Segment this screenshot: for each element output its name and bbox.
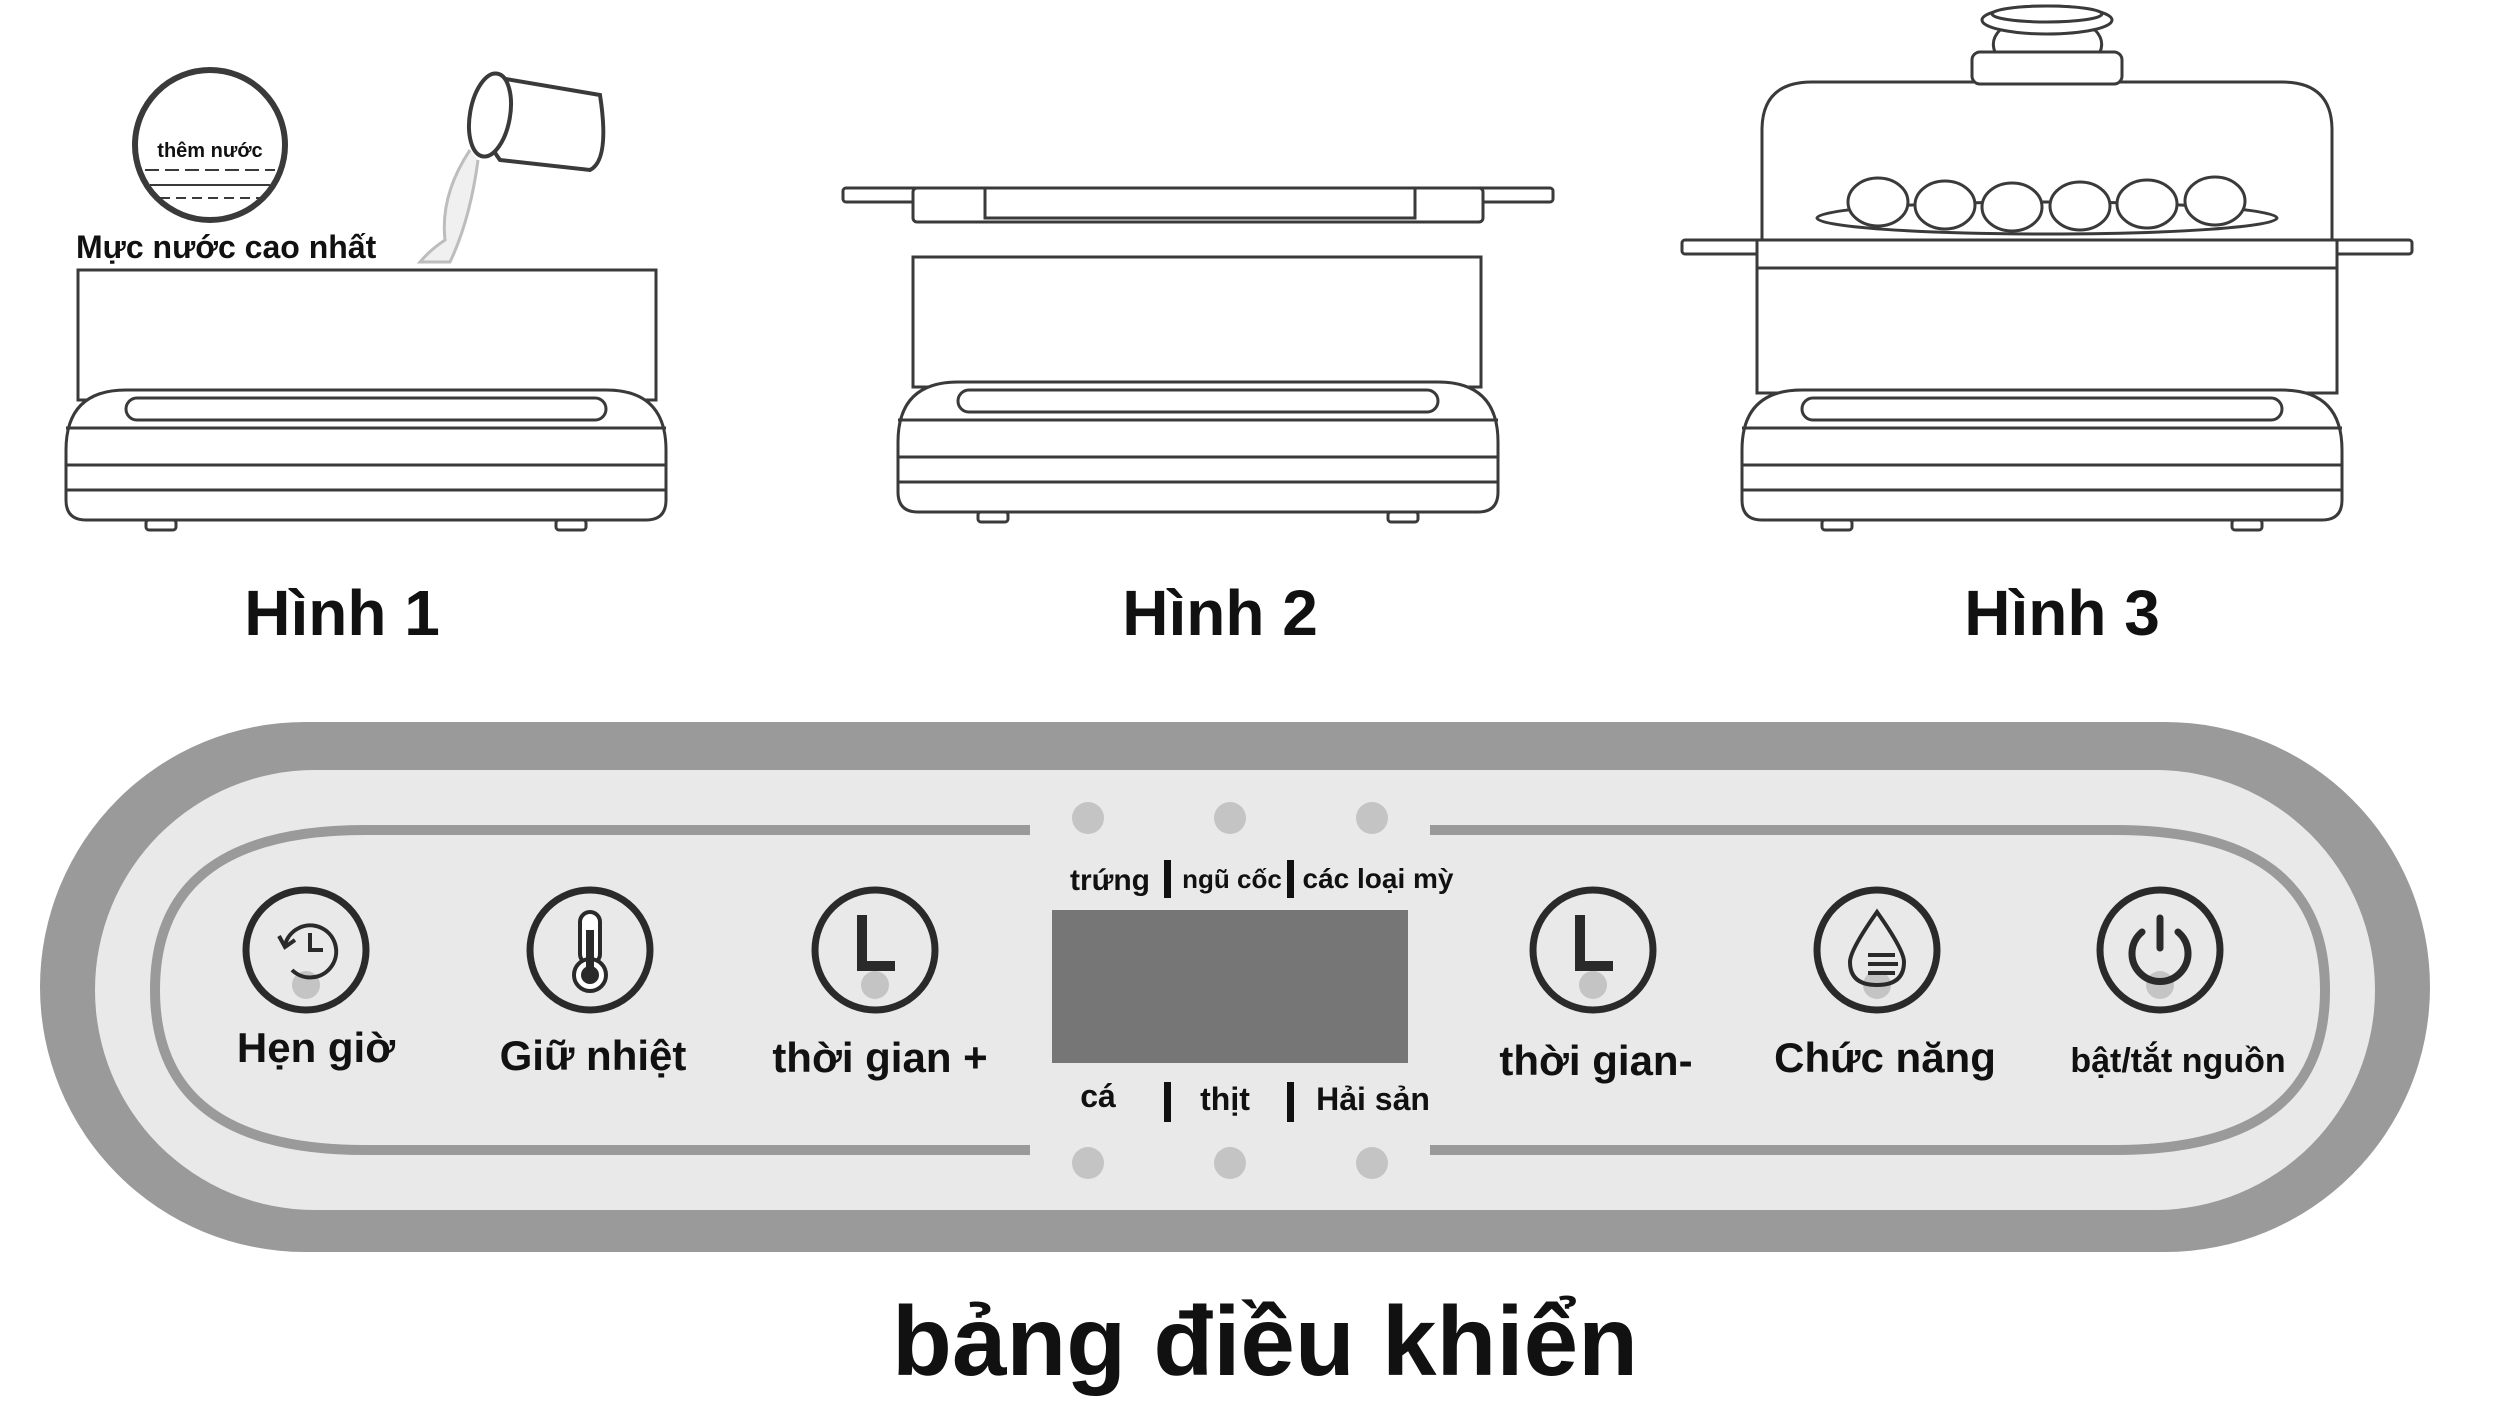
mode-label-grain[interactable]: ngũ cốc [1182, 864, 1282, 894]
callout-text: thêm nước [157, 140, 262, 162]
steamer-base [1740, 388, 2344, 532]
steam-tray [1680, 238, 2414, 270]
indicator-light [1214, 802, 1246, 834]
divider [1287, 1082, 1294, 1122]
mode-label-fish[interactable]: cá [1080, 1078, 1116, 1114]
clock-icon [1575, 915, 1613, 971]
water-tank [1755, 266, 2339, 395]
button-label: bật/tắt nguồn [2070, 1042, 2285, 1080]
power-icon [2128, 914, 2192, 985]
figure-caption: Hình 3 [1964, 577, 2160, 649]
indicator-light [1356, 1147, 1388, 1179]
figure-caption: Hình 2 [1122, 577, 1318, 649]
timer-icon [277, 923, 339, 980]
button-label: Giữ nhiệt [500, 1032, 687, 1079]
water-drop-icon [1847, 908, 1907, 988]
indicator-light [1072, 802, 1104, 834]
panel-rail-right [1430, 825, 2331, 1155]
steamer-base [64, 388, 668, 532]
time-minus-button[interactable]: thời gian- [1499, 886, 1693, 1084]
keep-warm-button[interactable]: Giữ nhiệt [500, 886, 687, 1079]
mode-label-seafood[interactable]: Hải sản [1316, 1081, 1430, 1117]
divider [1164, 1082, 1171, 1122]
water-level-callout: thêm nước [132, 67, 288, 223]
divider [1287, 860, 1294, 898]
water-tank [76, 268, 658, 402]
button-label: Hẹn giờ [237, 1024, 395, 1071]
power-button[interactable]: bật/tắt nguồn [2070, 886, 2286, 1080]
indicator-light [1356, 802, 1388, 834]
timer-button[interactable]: Hẹn giờ [237, 886, 395, 1071]
figure-1: thêm nước Mực nước cao nhất Hình 1 [64, 67, 668, 649]
indicator-light [1214, 1147, 1246, 1179]
button-label: Chức năng [1774, 1034, 1996, 1081]
button-label: thời gian + [772, 1034, 987, 1081]
panel-title: bảng điều khiển [892, 1286, 1638, 1396]
steamer-base [896, 380, 1500, 524]
egg-plate [1815, 175, 2279, 236]
mode-label-meat[interactable]: thịt [1200, 1081, 1250, 1117]
mode-label-noodles[interactable]: các loại mỳ [1303, 863, 1454, 894]
control-panel: trứng ngũ cốc các loại mỳ cá thịt Hải sả… [40, 722, 2430, 1252]
thermometer-icon [572, 910, 608, 993]
panel-rail-left [149, 825, 1030, 1155]
divider [1164, 860, 1171, 898]
water-tank [911, 255, 1483, 389]
function-button[interactable]: Chức năng [1774, 886, 1996, 1081]
mode-label-egg[interactable]: trứng [1070, 864, 1150, 897]
figure-2: Hình 2 [841, 186, 1555, 649]
time-plus-button[interactable]: thời gian + [772, 886, 988, 1081]
button-label: thời gian- [1499, 1037, 1692, 1084]
figure-3: Hình 3 [1680, 4, 2414, 649]
clock-icon [857, 915, 895, 971]
water-level-label: Mực nước cao nhất [76, 229, 377, 265]
figure-caption: Hình 1 [244, 577, 440, 649]
indicator-light [1072, 1147, 1104, 1179]
measuring-cup-icon [416, 71, 606, 264]
lcd-display [1052, 910, 1408, 1063]
steam-tray [841, 186, 1555, 224]
